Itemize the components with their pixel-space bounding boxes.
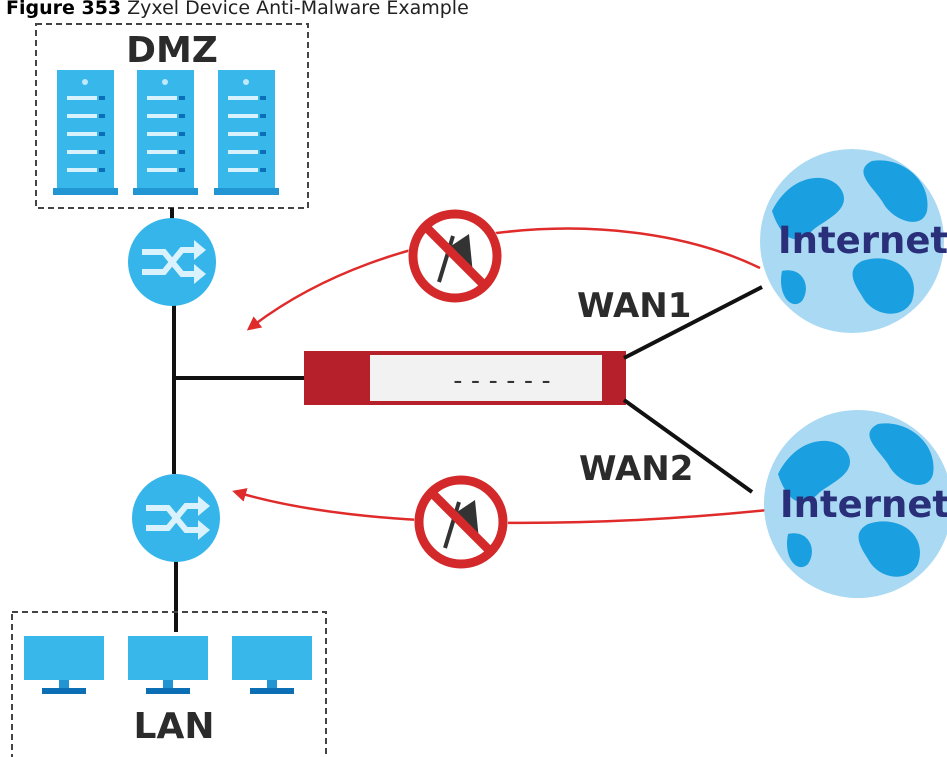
monitor-icon bbox=[232, 636, 312, 694]
internet-label-top: Internet bbox=[778, 219, 947, 262]
server-icon bbox=[133, 70, 198, 195]
monitor-icon bbox=[24, 636, 104, 694]
figure-caption: Figure 353 Zyxel Device Anti-Malware Exam… bbox=[6, 0, 469, 19]
blocked-threat-arrow-top bbox=[246, 227, 761, 331]
server-icon bbox=[53, 70, 118, 195]
globe-icon bbox=[760, 149, 944, 333]
figure-title: Zyxel Device Anti-Malware Example bbox=[127, 0, 469, 19]
server-icon bbox=[214, 70, 279, 195]
globe-icon bbox=[764, 410, 947, 598]
dmz-zone: DMZ bbox=[35, 23, 309, 209]
dmz-label: DMZ bbox=[126, 30, 218, 71]
monitor-icon bbox=[128, 636, 208, 694]
internet-label-bottom: Internet bbox=[780, 483, 947, 526]
figure-number: Figure 353 bbox=[6, 0, 121, 19]
switch-icon bbox=[132, 474, 220, 562]
device-panel-text: ------ bbox=[450, 366, 556, 396]
firewall-device: ------ bbox=[304, 351, 626, 405]
no-malware-icon bbox=[408, 209, 502, 303]
lan-label: LAN bbox=[134, 706, 215, 747]
wan2-link bbox=[622, 398, 754, 494]
lan-border bbox=[11, 611, 327, 757]
wan1-label: WAN1 bbox=[577, 286, 691, 326]
wan2-label: WAN2 bbox=[579, 449, 693, 489]
wan1-link bbox=[623, 285, 763, 360]
switch-icon bbox=[128, 218, 216, 306]
lan-zone: LAN bbox=[11, 611, 327, 757]
no-malware-icon bbox=[414, 475, 508, 569]
